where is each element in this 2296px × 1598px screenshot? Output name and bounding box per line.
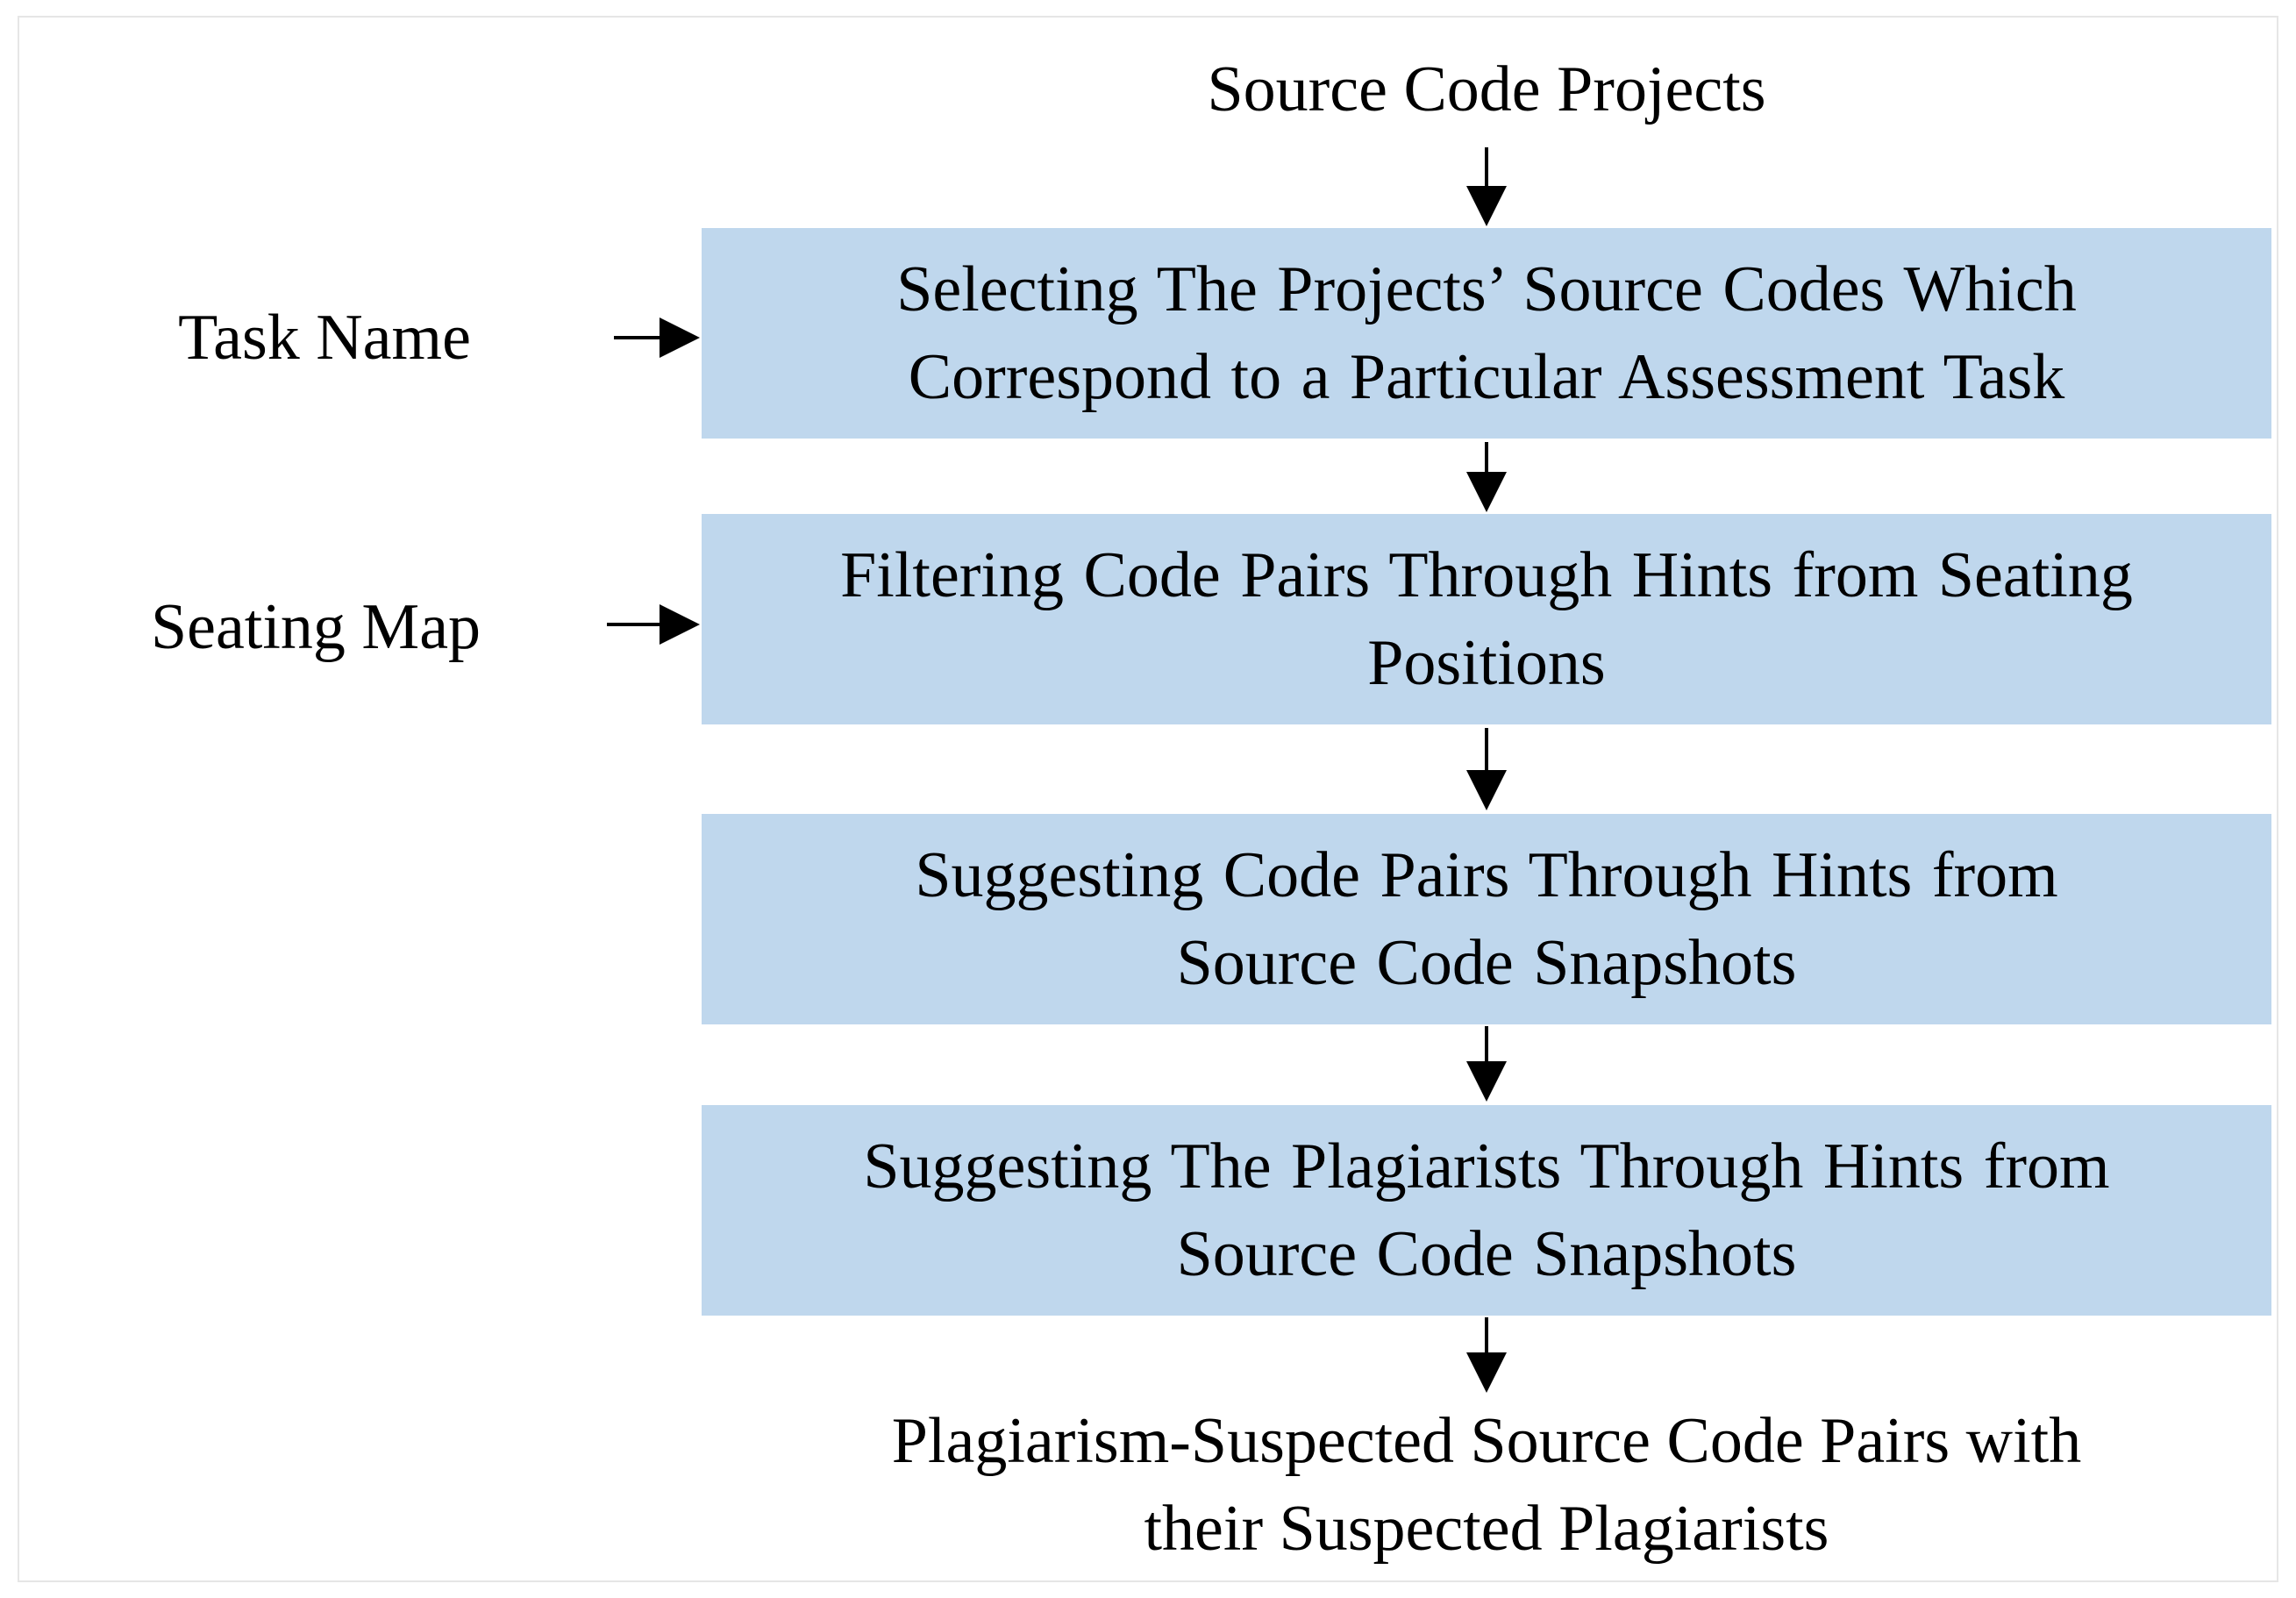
step-suggest-plagiarists-label: Suggesting The Plagiarists Through Hints… (863, 1131, 2110, 1290)
arrow-step2-to-step3 (1466, 728, 1507, 810)
diagram-frame (18, 16, 2278, 1582)
arrow-step1-to-step2 (1466, 442, 1507, 512)
arrow-input-to-step1 (1466, 147, 1507, 226)
arrow-step4-to-output (1466, 1317, 1507, 1393)
step-select-projects: Selecting The Projects’ Source Codes Whi… (702, 228, 2271, 439)
output-label: Plagiarism-Suspected Source Code Pairs w… (891, 1405, 2082, 1565)
step-suggest-plagiarists: Suggesting The Plagiarists Through Hints… (702, 1105, 2271, 1316)
step-filter-seating-label: Filtering Code Pairs Through Hints from … (840, 539, 2133, 699)
arrow-task-name-to-step1 (614, 317, 700, 358)
step-filter-seating: Filtering Code Pairs Through Hints from … (702, 514, 2271, 724)
arrow-seating-map-to-step2 (607, 604, 700, 645)
arrow-step3-to-step4 (1466, 1026, 1507, 1102)
source-code-projects-label: Source Code Projects (1207, 54, 1766, 125)
task-name-label: Task Name (178, 302, 471, 374)
step-select-projects-label: Selecting The Projects’ Source Codes Whi… (896, 253, 2077, 413)
step-suggest-code-pairs: Suggesting Code Pairs Through Hints from… (702, 814, 2271, 1024)
step-suggest-code-pairs-label: Suggesting Code Pairs Through Hints from… (915, 839, 2058, 999)
seating-map-label: Seating Map (150, 591, 481, 663)
